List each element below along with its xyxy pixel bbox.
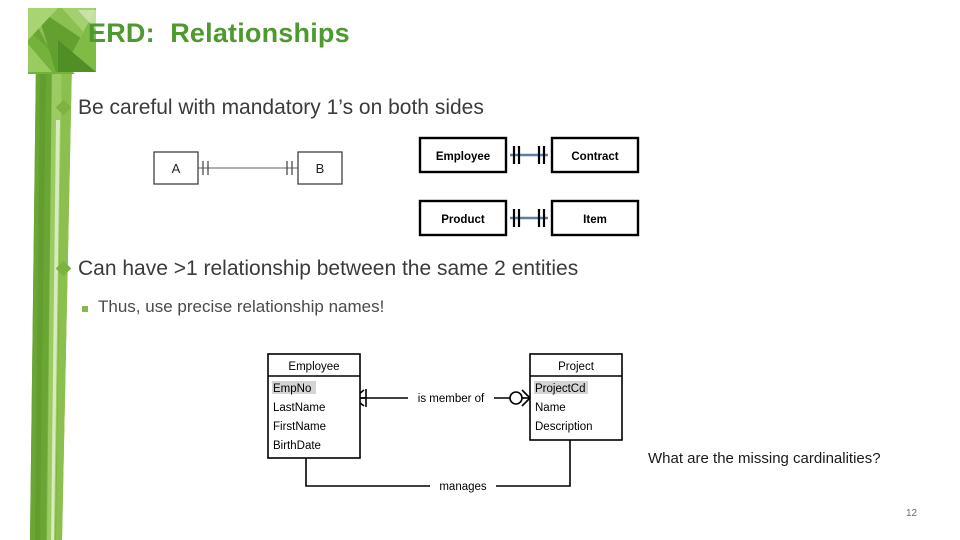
pair-1-left-cardinality-mandatory-one bbox=[512, 209, 521, 227]
ab-left-entity-label: A bbox=[172, 161, 181, 176]
question-text: What are the missing cardinalities? bbox=[648, 450, 881, 467]
pair-1-right-cardinality-mandatory-one bbox=[537, 209, 546, 227]
ab-left-cardinality-mandatory-one bbox=[202, 161, 209, 175]
er-entity-employee-attr-1: LastName bbox=[273, 402, 325, 414]
er-entity-employee-attr-2: FirstName bbox=[273, 421, 326, 433]
pair-1-left-entity-label: Product bbox=[441, 214, 485, 226]
diamond-bullet-icon bbox=[55, 260, 72, 277]
er-right-cardinality-optional-many bbox=[509, 389, 531, 407]
bullet-item-2-sub-label: Thus, use precise relationship names! bbox=[98, 297, 385, 316]
bullet-item-2: Can have >1 relationship between the sam… bbox=[55, 256, 579, 281]
relationship-label-is-member-of: is member of bbox=[418, 393, 485, 405]
ab-right-cardinality-mandatory-one bbox=[286, 161, 293, 175]
bullet-item-2-sub: Thus, use precise relationship names! bbox=[82, 297, 384, 317]
er-entity-employee-attr-3: BirthDate bbox=[273, 440, 321, 452]
ab-right-entity-label: B bbox=[316, 161, 325, 176]
bullet-item-1-label: Be careful with mandatory 1’s on both si… bbox=[78, 96, 484, 119]
pair-1-right-entity-label: Item bbox=[583, 214, 607, 226]
pair-diagram-employee-contract: Employee Contract bbox=[418, 136, 640, 174]
er-entity-employee-title: Employee bbox=[288, 361, 339, 373]
bullet-item-2-label: Can have >1 relationship between the sam… bbox=[78, 257, 579, 280]
pair-0-left-cardinality-mandatory-one bbox=[512, 146, 521, 164]
er-entity-employee-attr-0: EmpNo bbox=[273, 383, 311, 395]
pair-0-left-entity-label: Employee bbox=[436, 151, 490, 163]
er-entity-project-attr-1: Name bbox=[535, 402, 566, 414]
er-entity-project-title: Project bbox=[558, 361, 595, 373]
relationship-label-manages: manages bbox=[439, 481, 487, 493]
er-entity-project-attr-0: ProjectCd bbox=[535, 383, 586, 395]
er-entity-project: Project ProjectCd Name Description bbox=[529, 353, 623, 441]
ab-relationship-diagram: A B bbox=[148, 144, 348, 192]
er-diagram: is member of manages bbox=[262, 348, 634, 500]
pair-0-right-entity-label: Contract bbox=[571, 151, 618, 163]
pair-0-right-cardinality-mandatory-one bbox=[537, 146, 546, 164]
diamond-bullet-icon bbox=[55, 99, 72, 116]
green-ribbon-decoration bbox=[28, 8, 96, 540]
er-entity-employee: Employee EmpNo LastName FirstName BirthD… bbox=[267, 353, 361, 459]
page-number: 12 bbox=[906, 508, 918, 519]
page-title: ERD: Relationships bbox=[88, 18, 350, 48]
er-entity-project-attr-2: Description bbox=[535, 421, 593, 433]
square-bullet-icon bbox=[82, 306, 88, 312]
bullet-item-1: Be careful with mandatory 1’s on both si… bbox=[55, 95, 484, 120]
pair-diagram-product-item: Product Item bbox=[418, 199, 640, 237]
